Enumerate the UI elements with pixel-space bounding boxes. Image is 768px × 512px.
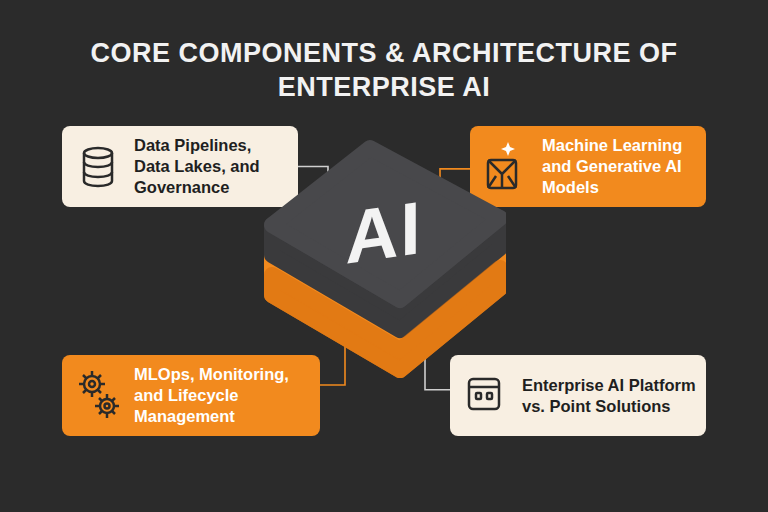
model-icon — [484, 138, 524, 196]
connector-line — [320, 338, 345, 385]
component-label: MLOps, Monitoring, and Lifecycle Managem… — [134, 364, 310, 427]
component-label: Enterprise AI Platform vs. Point Solutio… — [522, 375, 696, 417]
platform-icon — [466, 376, 502, 412]
component-box: Enterprise AI Platform vs. Point Solutio… — [450, 355, 706, 436]
component-box: Machine Learning and Generative AI Model… — [470, 126, 706, 207]
component-label: Machine Learning and Generative AI Model… — [542, 135, 696, 198]
database-icon — [80, 146, 116, 188]
diagram-title: CORE COMPONENTS & ARCHITECTURE OF ENTERP… — [84, 36, 684, 104]
ai-cube: AI — [262, 138, 506, 378]
component-box: MLOps, Monitoring, and Lifecycle Managem… — [62, 355, 320, 436]
gears-icon — [76, 368, 122, 422]
component-label: Data Pipelines, Data Lakes, and Governan… — [134, 135, 288, 198]
